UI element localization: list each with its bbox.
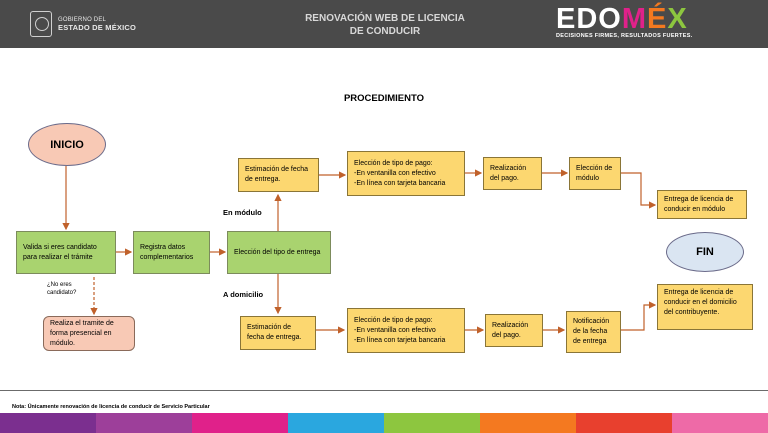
arrow-dom-notif-entrega: [621, 301, 657, 331]
stripe-2: [96, 413, 192, 433]
title-line2: DE CONDUCIR: [349, 26, 421, 37]
stripe-6: [480, 413, 576, 433]
brand-tagline: DECISIONES FIRMES, RESULTADOS FUERTES.: [556, 33, 693, 39]
government-seal-icon: [30, 11, 52, 37]
government-logo: GOBIERNO DEL ESTADO DE MÉXICO: [30, 11, 136, 37]
stripe-4: [288, 413, 384, 433]
footer-note: Nota: Únicamente renovación de licencia …: [12, 404, 210, 410]
modulo-pago-title: Elección de tipo de pago:: [354, 159, 433, 167]
brand-part2: M: [621, 3, 648, 35]
modulo-pago-option2: -En línea con tarjeta bancaria: [354, 179, 446, 187]
domicilio-pago-option2: -En línea con tarjeta bancaria: [354, 336, 446, 344]
stripe-1: [0, 413, 96, 433]
stripe-3: [192, 413, 288, 433]
domicilio-pago-option1: -En ventanilla con efectivo: [354, 326, 436, 334]
tramite-presencial-box: Realiza el tramite de forma presencial e…: [43, 316, 135, 351]
modulo-tipo-pago-box: Elección de tipo de pago: -En ventanilla…: [347, 151, 465, 196]
brand-part1: EDO: [556, 3, 622, 35]
fin-node: FIN: [666, 232, 744, 272]
brand-part4: X: [667, 3, 688, 35]
page-title: RENOVACIÓN WEB DE LICENCIA DE CONDUCIR: [280, 12, 490, 38]
registra-datos-box: Registra datos complementarios: [133, 231, 210, 274]
color-stripe-bar: [0, 413, 768, 433]
stripe-5: [384, 413, 480, 433]
entrega-domicilio-box: Entrega de licencia de conducir en el do…: [657, 284, 753, 330]
header-bar: GOBIERNO DEL ESTADO DE MÉXICO RENOVACIÓN…: [0, 0, 768, 48]
label-a-domicilio: A domicilio: [223, 290, 264, 299]
modulo-realizacion-pago-box: Realización del pago.: [483, 157, 542, 190]
arrow-mod-elecc-entrega: [621, 172, 657, 209]
eleccion-modulo-box: Elección de módulo: [569, 157, 621, 190]
modulo-pago-option1: -En ventanilla con efectivo: [354, 169, 436, 177]
diagram-title: PROCEDIMIENTO: [343, 93, 425, 104]
gov-line1: GOBIERNO DEL: [58, 17, 107, 23]
gov-line2: ESTADO DE MÉXICO: [58, 23, 137, 32]
modulo-estimacion-box: Estimación de fecha de entrega.: [238, 158, 319, 192]
domicilio-pago-title: Elección de tipo de pago:: [354, 316, 433, 324]
stripe-7: [576, 413, 672, 433]
title-line1: RENOVACIÓN WEB DE LICENCIA: [305, 13, 465, 24]
brand-part3: É: [647, 3, 668, 35]
stripe-8: [672, 413, 768, 433]
domicilio-realizacion-pago-box: Realización del pago.: [485, 314, 543, 347]
label-en-modulo: En módulo: [223, 208, 262, 217]
edomex-logo: EDOMÉX DECISIONES FIRMES, RESULTADOS FUE…: [556, 3, 740, 39]
footer-divider: [0, 390, 768, 391]
entrega-modulo-box: Entrega de licencia de conducir en módul…: [657, 190, 747, 219]
notificacion-fecha-box: Notificación de la fecha de entrega: [566, 311, 621, 353]
domicilio-tipo-pago-box: Elección de tipo de pago: -En ventanilla…: [347, 308, 465, 353]
valida-candidato-box: Valida si eres candidato para realizar e…: [16, 231, 116, 274]
inicio-node: INICIO: [28, 123, 106, 166]
no-candidato-question: ¿No eres candidato?: [47, 282, 77, 296]
domicilio-estimacion-box: Estimación de fecha de entrega.: [240, 316, 316, 350]
eleccion-entrega-box: Elección del tipo de entrega: [227, 231, 331, 274]
